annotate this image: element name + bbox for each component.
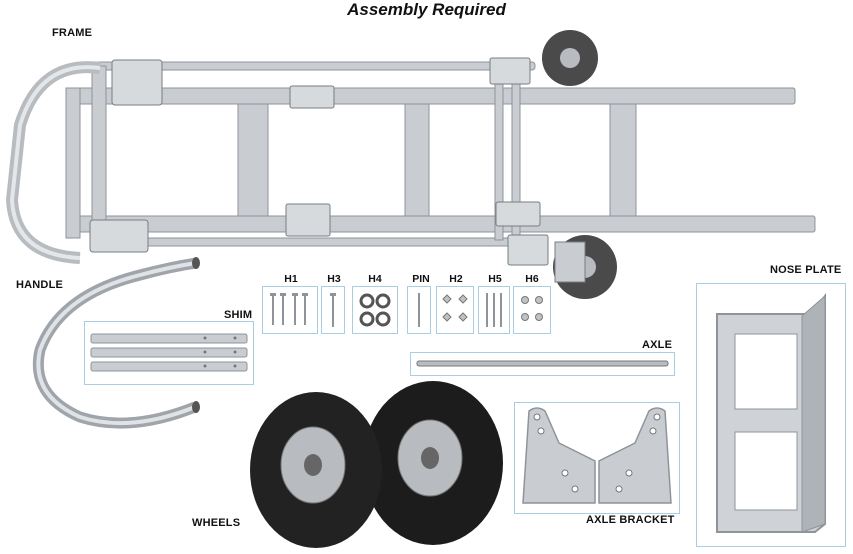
hardware-box-h5	[478, 286, 510, 334]
handle-illustration-icon	[32, 257, 200, 429]
frame-illustration-icon	[5, 30, 816, 299]
hardware-label-h4: H4	[368, 273, 382, 285]
shim-icon	[90, 333, 248, 372]
axle-bracket-illustration-icon	[522, 407, 672, 504]
hardware-box-h1	[262, 286, 318, 334]
axle-box	[410, 352, 675, 376]
nose-plate-illustration-icon	[716, 292, 826, 533]
hardware-box-pin	[407, 286, 431, 334]
hardware-label-h1: H1	[284, 273, 298, 285]
hardware-box-h4	[352, 286, 398, 334]
hardware-label-h5: H5	[488, 273, 502, 285]
washer-icon	[359, 293, 391, 327]
wheels-label: WHEELS	[192, 517, 241, 529]
axle-bracket-box	[514, 402, 680, 514]
hardware-box-h2	[436, 286, 474, 334]
hardware-box-h3	[321, 286, 345, 334]
hardware-label-h3: H3	[327, 273, 341, 285]
wheel-illustration-icon	[250, 381, 503, 548]
axle-bracket-label: AXLE BRACKET	[586, 514, 675, 526]
hardware-label-h2: H2	[449, 273, 463, 285]
pin-icon	[418, 293, 420, 327]
shim-box	[84, 321, 254, 385]
nose-plate-label: NOSE PLATE	[770, 264, 842, 276]
nut-icon	[521, 296, 543, 321]
page-title: Assembly Required	[347, 0, 506, 19]
hardware-label-h6: H6	[525, 273, 539, 285]
nut-icon	[442, 294, 468, 322]
bolt-icon	[270, 293, 308, 325]
bolt-icon	[486, 293, 502, 327]
axle-icon	[416, 360, 669, 367]
screw-icon	[330, 293, 336, 327]
hardware-label-pin: PIN	[412, 273, 430, 285]
shim-label: SHIM	[224, 309, 253, 321]
hardware-box-h6	[513, 286, 551, 334]
handle-label: HANDLE	[16, 279, 64, 291]
axle-label: AXLE	[642, 339, 673, 351]
nose-plate-box	[696, 283, 846, 547]
frame-label: FRAME	[52, 27, 93, 39]
